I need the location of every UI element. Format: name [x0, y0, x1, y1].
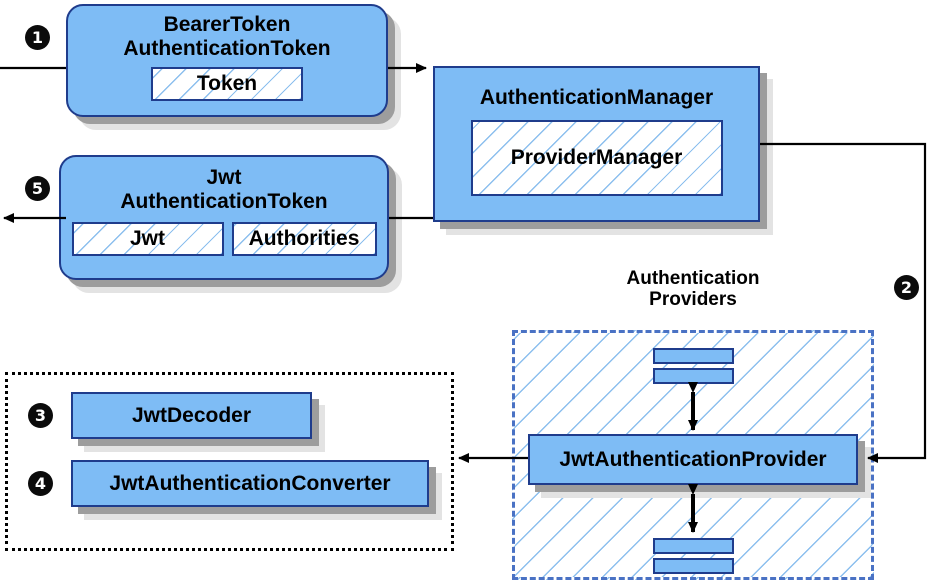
jwt-authentication-token-label: Jwt AuthenticationToken: [120, 166, 328, 213]
jwt-decoder-label: JwtDecoder: [131, 403, 252, 427]
step-badge-5: 5: [25, 176, 50, 201]
jwt-token-inner-authorities-label: Authorities: [248, 227, 360, 251]
bearer-token-label: BearerToken AuthenticationToken: [123, 13, 331, 60]
provider-manager-label: ProviderManager: [510, 145, 683, 169]
jwt-authentication-provider-label: JwtAuthenticationProvider: [559, 447, 827, 471]
provider-stack-bar-top-1: [653, 348, 734, 364]
jwt-decoder-node[interactable]: JwtDecoder: [71, 392, 312, 439]
jwt-authentication-converter-node[interactable]: JwtAuthenticationConverter: [71, 460, 429, 507]
bearer-token-inner-token-label: Token: [196, 72, 258, 96]
bearer-token-inner-token: Token: [151, 67, 303, 102]
provider-stack-bar-bottom-1: [653, 538, 734, 554]
provider-stack-bar-bottom-2: [653, 558, 734, 574]
provider-stack-bar-top-2: [653, 368, 734, 384]
jwt-support-group-zone: [5, 372, 454, 551]
step-badge-3: 3: [28, 403, 53, 428]
bearer-token-node[interactable]: BearerToken AuthenticationToken Token: [66, 4, 388, 117]
step-badge-4: 4: [28, 471, 53, 496]
jwt-token-inner-jwt-label: Jwt: [129, 227, 165, 251]
jwt-token-inner-authorities: Authorities: [231, 222, 377, 257]
authentication-manager-inner-provider-manager: ProviderManager: [470, 119, 723, 196]
jwt-authentication-token-node[interactable]: Jwt AuthenticationToken Jwt Authorities: [59, 155, 389, 280]
authentication-manager-node[interactable]: AuthenticationManager ProviderManager: [433, 66, 760, 222]
jwt-token-inner-jwt: Jwt: [71, 222, 224, 257]
jwt-authentication-provider-node[interactable]: JwtAuthenticationProvider: [528, 434, 858, 485]
authentication-manager-label: AuthenticationManager: [479, 86, 714, 109]
jwt-token-inner-row: Jwt Authorities: [71, 222, 377, 257]
step-badge-2: 2: [894, 275, 919, 300]
authentication-providers-caption: Authentication Providers: [626, 268, 760, 311]
step-badge-1: 1: [25, 25, 50, 50]
jwt-authentication-converter-label: JwtAuthenticationConverter: [109, 471, 391, 495]
